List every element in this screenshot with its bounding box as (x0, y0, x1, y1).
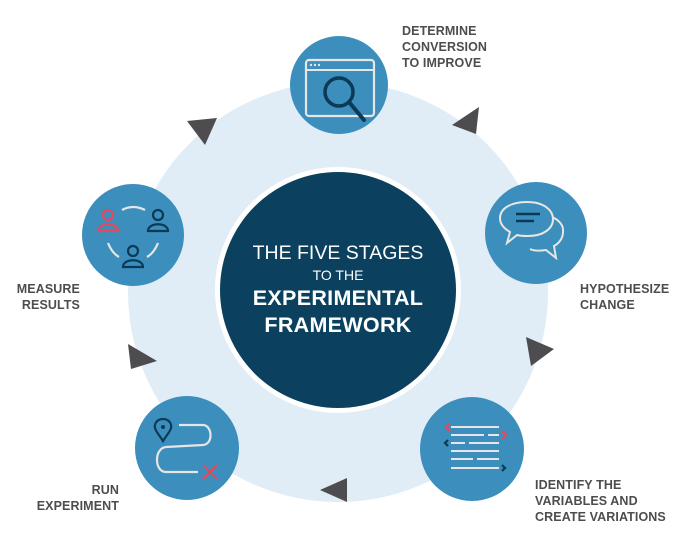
label-line: VARIABLES AND (535, 494, 638, 508)
label-line: CREATE VARIATIONS (535, 510, 666, 524)
code-lines-icon (443, 422, 508, 472)
arrow-hypothesize-to-identify (526, 337, 554, 366)
title-line-2: TO THE (312, 267, 364, 283)
stage-determine (290, 36, 388, 134)
label-determine: DETERMINE CONVERSION TO IMPROVE (402, 23, 487, 71)
stage-identify (420, 397, 524, 501)
title-line-3: EXPERIMENTAL (252, 286, 424, 310)
arrow-measure-to-determine (187, 118, 217, 145)
arrow-determine-to-hypothesize (452, 107, 479, 134)
arrow-identify-to-run (320, 478, 347, 502)
label-line: HYPOTHESIZE (580, 282, 670, 296)
stage-measure (82, 184, 184, 286)
diagram-title: THE FIVE STAGES TO THE EXPERIMENTAL FRAM… (220, 172, 456, 408)
route-map-icon (153, 417, 218, 480)
label-measure: MEASURE RESULTS (17, 281, 80, 313)
speech-bubbles-icon (498, 200, 565, 261)
label-identify: IDENTIFY THE VARIABLES AND CREATE VARIAT… (535, 477, 666, 525)
stage-hypothesize (485, 182, 587, 284)
label-line: CHANGE (580, 298, 635, 312)
label-line: CONVERSION (402, 40, 488, 54)
label-line: EXPERIMENT (36, 499, 119, 513)
stage-run-circle (135, 396, 239, 500)
stage-run (135, 396, 239, 500)
label-hypothesize: HYPOTHESIZE CHANGE (580, 281, 669, 313)
center-circle (220, 172, 456, 408)
label-line: MEASURE (16, 282, 80, 296)
title-line-1: THE FIVE STAGES (252, 242, 424, 264)
arrow-run-to-measure (128, 344, 157, 369)
people-cycle-icon (96, 205, 170, 269)
label-line: RUN (91, 483, 119, 497)
label-line: TO IMPROVE (402, 56, 482, 70)
label-run: RUN EXPERIMENT (37, 482, 119, 514)
title-line-4: FRAMEWORK (264, 313, 412, 337)
stage-measure-circle (82, 184, 184, 286)
stage-identify-circle (420, 397, 524, 501)
label-line: IDENTIFY THE (535, 478, 622, 492)
label-line: DETERMINE (402, 24, 477, 38)
browser-search-icon (304, 58, 376, 122)
label-line: RESULTS (21, 298, 80, 312)
